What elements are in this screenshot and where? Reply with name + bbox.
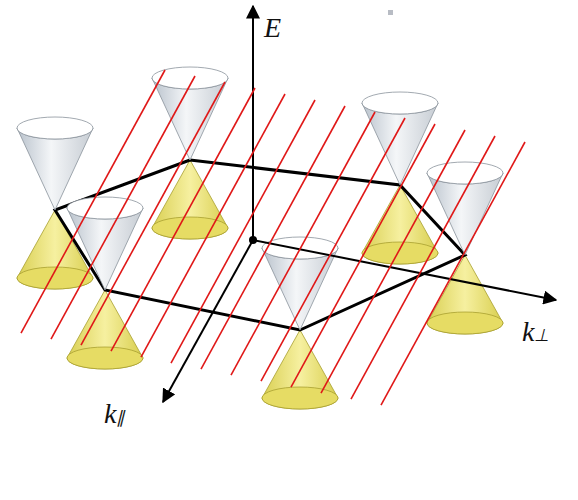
lower-cone-rim: [67, 347, 143, 369]
lower-cone: [152, 160, 228, 239]
slice-line: [321, 130, 465, 393]
axis: [252, 6, 254, 240]
origin-dot: [249, 236, 257, 244]
lower-cone-rim: [262, 387, 338, 409]
lower-cone: [362, 185, 438, 264]
axis: [163, 240, 253, 402]
slice-line: [171, 100, 315, 363]
upper-cone-rim: [17, 117, 93, 139]
slice-line: [291, 124, 435, 387]
upper-cone: [427, 173, 503, 255]
upper-cone: [17, 128, 93, 210]
upper-cone-rim: [362, 92, 438, 114]
axis: [253, 240, 556, 300]
slice-line: [381, 142, 525, 405]
upper-cone: [67, 208, 143, 290]
axis-label: k∥: [104, 400, 125, 428]
slice-line: [201, 106, 345, 369]
upper-cone-rim: [67, 197, 143, 219]
slice-line: [51, 76, 195, 339]
upper-cone: [152, 78, 228, 160]
slice-line: [141, 94, 285, 357]
slice-line: [231, 112, 375, 375]
slice-line: [261, 118, 405, 381]
lower-cone-rim: [427, 312, 503, 334]
slice-line: [111, 88, 255, 351]
slice-line: [351, 136, 495, 399]
slice-line: [21, 70, 165, 333]
speck: [388, 10, 393, 15]
axis-label: E: [264, 14, 281, 42]
axis-label: k⊥: [522, 318, 549, 346]
upper-cone-rim: [427, 162, 503, 184]
slice-line: [81, 82, 225, 345]
